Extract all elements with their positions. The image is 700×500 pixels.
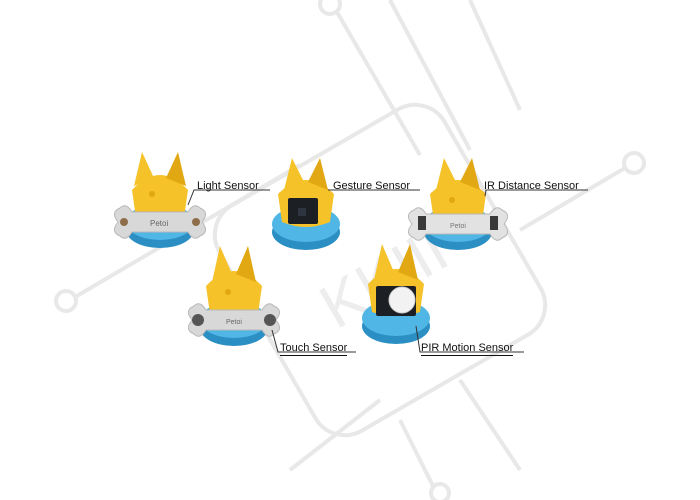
pir-dome xyxy=(388,286,416,314)
callout-lines xyxy=(187,189,588,353)
robot-touch-sensor: Petoi xyxy=(188,246,280,346)
plate-text: Petoi xyxy=(150,219,168,228)
gesture-sensor-label: Gesture Sensor xyxy=(333,180,411,192)
light-sensor-label: Light Sensor xyxy=(197,180,259,192)
robot-pir-motion-sensor xyxy=(362,244,430,344)
watermark-graphic xyxy=(54,0,646,500)
callout-line-ir xyxy=(484,189,588,197)
bone-plate xyxy=(114,205,206,239)
robot-gesture-sensor xyxy=(272,158,340,250)
plate-text: Petoi xyxy=(450,223,466,230)
ir-distance-sensor-label: IR Distance Sensor xyxy=(484,180,579,192)
callout-line-light xyxy=(187,189,270,206)
plate-text: Petoi xyxy=(226,319,242,326)
callout-line-touch xyxy=(271,329,356,353)
bone-plate xyxy=(408,207,508,241)
robot-light-sensor: Petoi xyxy=(114,152,206,248)
pir-motion-sensor-label: PIR Motion Sensor xyxy=(421,342,514,356)
robot-ir-distance-sensor: Petoi xyxy=(408,158,508,250)
callout-line-pir xyxy=(415,325,524,353)
touch-sensor-label: Touch Sensor xyxy=(280,342,348,356)
